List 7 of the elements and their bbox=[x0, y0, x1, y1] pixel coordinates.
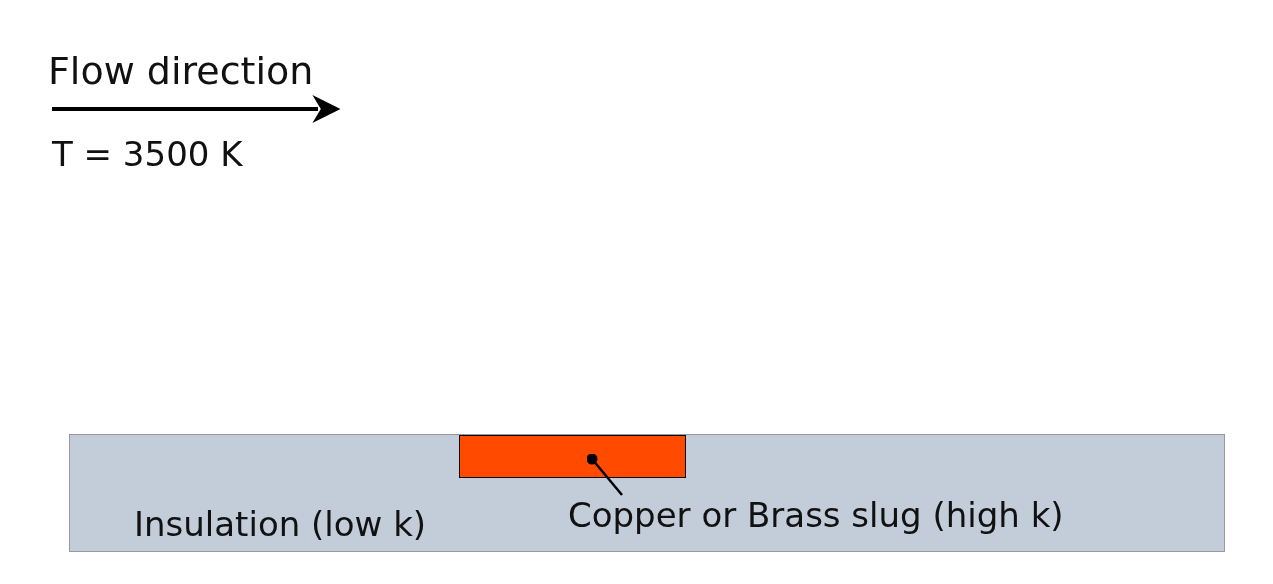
slug-label: Copper or Brass slug (high k) bbox=[568, 498, 1064, 532]
slug-block bbox=[459, 435, 686, 478]
temperature-label: T = 3500 K bbox=[52, 137, 243, 171]
flow-direction-label: Flow direction bbox=[48, 52, 314, 90]
insulation-band bbox=[69, 434, 1225, 552]
insulation-label: Insulation (low k) bbox=[134, 507, 427, 541]
leader-line bbox=[586, 453, 623, 496]
